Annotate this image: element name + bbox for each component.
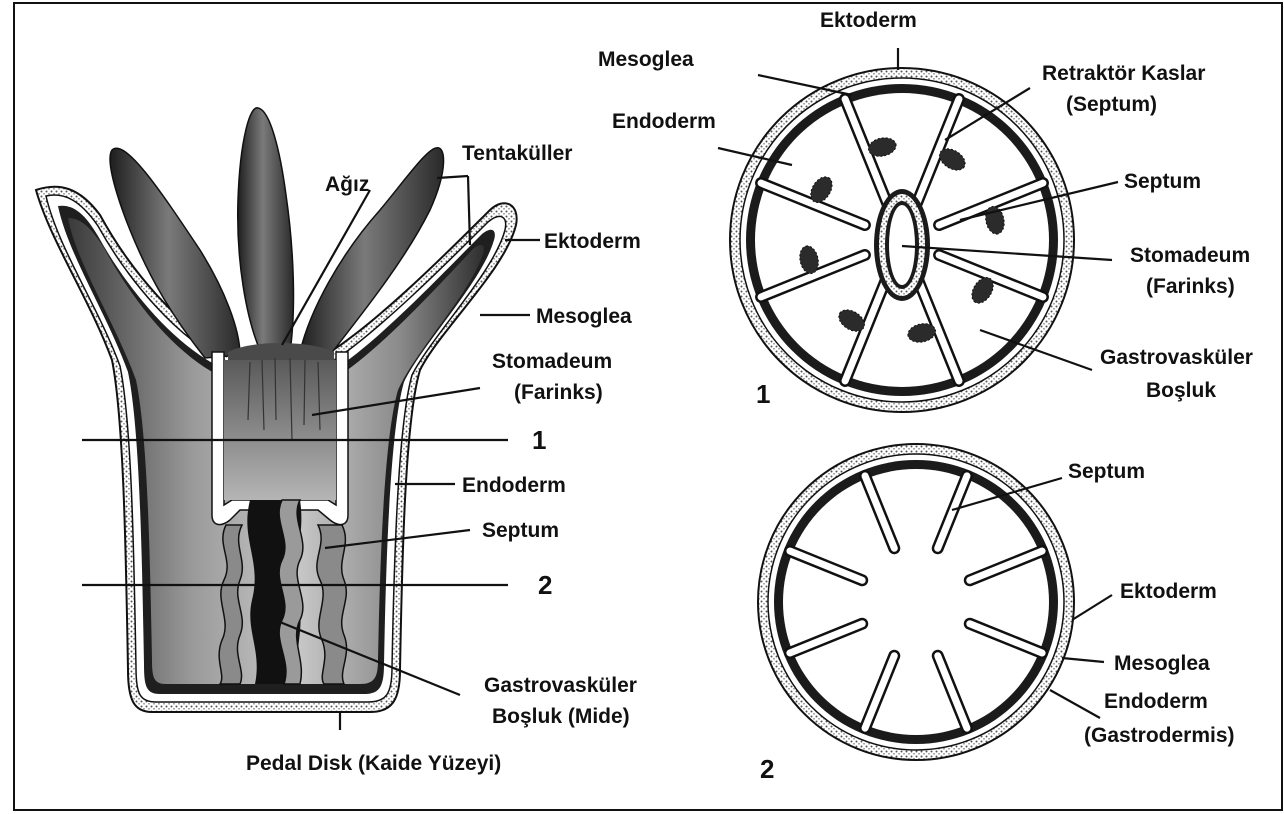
label-stomodeum-left-2: (Farinks): [514, 381, 603, 404]
label-gastro-left-1: Gastrovasküler: [484, 674, 637, 697]
label-s2-mesoglea: Mesoglea: [1114, 652, 1210, 675]
label-section-1: 1: [532, 425, 546, 455]
label-endoderm-left: Endoderm: [462, 474, 566, 497]
label-septum-left: Septum: [482, 519, 559, 542]
label-s1-gastro-2: Boşluk: [1146, 379, 1216, 402]
label-s1-septum: Septum: [1124, 170, 1201, 193]
label-s1-endoderm: Endoderm: [612, 110, 716, 133]
pharynx-lumen: [224, 360, 336, 500]
label-s1-gastro-1: Gastrovasküler: [1100, 346, 1253, 369]
label-mouth: Ağız: [325, 173, 369, 196]
label-s1-number: 1: [756, 379, 770, 409]
label-s1-ectoderm: Ektoderm: [820, 9, 917, 32]
label-s2-ectoderm: Ektoderm: [1120, 580, 1217, 603]
label-tentacles: Tentaküller: [462, 142, 572, 165]
label-mesoglea-left: Mesoglea: [536, 305, 632, 328]
label-s2-septum: Septum: [1068, 460, 1145, 483]
label-s2-number: 2: [760, 754, 774, 784]
label-s1-mesoglea: Mesoglea: [598, 48, 694, 71]
label-gastro-left-2: Boşluk (Mide): [492, 705, 630, 728]
label-s1-stomodeum-1: Stomadeum: [1130, 244, 1250, 267]
label-s1-retractor-2: (Septum): [1066, 93, 1157, 116]
label-section-2: 2: [538, 570, 552, 600]
label-s2-endoderm-2: (Gastrodermis): [1084, 724, 1235, 747]
label-pedal-disk: Pedal Disk (Kaide Yüzeyi): [246, 752, 501, 775]
label-s1-stomodeum-2: (Farinks): [1146, 275, 1235, 298]
label-stomodeum-left-1: Stomadeum: [492, 350, 612, 373]
label-ectoderm-left: Ektoderm: [544, 230, 641, 253]
label-s1-retractor-1: Retraktör Kaslar: [1042, 62, 1205, 85]
label-s2-endoderm-1: Endoderm: [1104, 690, 1208, 713]
